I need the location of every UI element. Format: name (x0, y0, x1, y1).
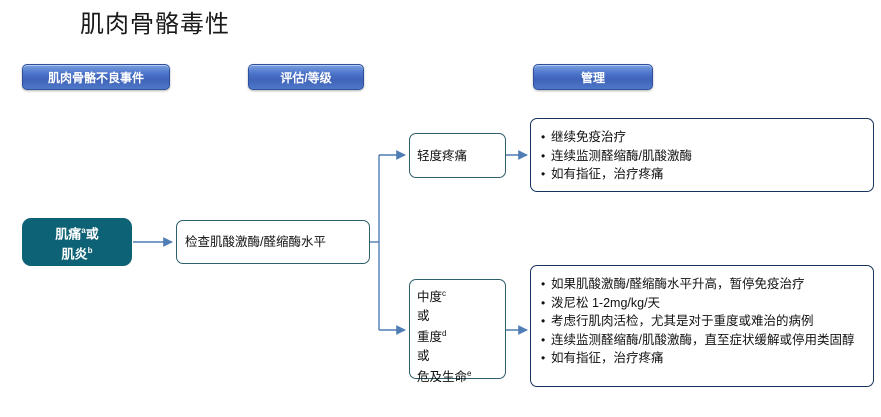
column-header-adverse-event-label: 肌肉骨骼不良事件 (47, 70, 144, 85)
grade-line: 或 (417, 347, 505, 366)
management-bullet-label: 如有指征，治疗疼痛 (551, 167, 664, 181)
grade-line-label: 中度 (417, 290, 443, 305)
node-myalgia-myositis-line2: 肌炎b (62, 242, 93, 262)
column-header-assessment-label: 评估/等级 (280, 70, 332, 85)
bullet-marker-icon: • (541, 277, 546, 291)
grade-line: 或 (417, 307, 505, 326)
node-check-ck-aldolase-label: 检查肌酸激酶/醛缩酶水平 (185, 235, 326, 249)
management-bullet-label: 继续免疫治疗 (551, 130, 627, 144)
bullet-marker-icon: • (541, 332, 546, 347)
footnote-marker-b: b (87, 246, 93, 255)
bullet-marker-icon: • (541, 130, 546, 144)
column-header-assessment: 评估/等级 (248, 64, 364, 90)
node-myalgia-conjunction: 或 (85, 226, 99, 241)
node-check-ck-aldolase[interactable]: 检查肌酸激酶/醛缩酶水平 (176, 220, 370, 264)
node-myalgia-myositis[interactable]: 肌痛a或 肌炎b (22, 218, 132, 266)
management-bullet-label: 连续监测醛缩酶/肌酸激酶，直至症状缓解或停用类固醇 (551, 332, 855, 347)
footnote-marker-e: e (467, 369, 472, 379)
footnote-marker-c: c (442, 289, 447, 298)
node-myalgia-myositis-line1: 肌痛a或 (55, 222, 98, 242)
bullet-marker-icon: • (541, 148, 546, 163)
management-bullet: • 如果肌酸激酶/醛缩酶水平升高，暂停免疫治疗 (541, 275, 865, 294)
bullet-marker-icon: • (541, 351, 546, 365)
footnote-marker-d: d (442, 329, 447, 339)
management-bullet: • 连续监测醛缩酶/肌酸激酶，直至症状缓解或停用类固醇 (541, 331, 865, 350)
management-bullet: • 继续免疫治疗 (541, 128, 865, 147)
management-bullet: • 泼尼松 1-2mg/kg/天 (541, 294, 865, 313)
grade-line-label: 或 (417, 348, 430, 363)
grade-line: 危及生命e (417, 365, 505, 387)
node-grade-mild-pain[interactable]: 轻度疼痛 (409, 133, 506, 178)
management-bullet: • 如有指征，治疗疼痛 (541, 349, 865, 368)
management-bullet-label: 考虑行肌肉活检，尤其是对于重度或难治的病例 (551, 314, 814, 328)
management-box-severe: • 如果肌酸激酶/醛缩酶水平升高，暂停免疫治疗 • 泼尼松 1-2mg/kg/天 • 考虑… (530, 265, 874, 387)
management-bullet-label: 如有指征，治疗疼痛 (551, 351, 664, 365)
node-myalgia-label: 肌痛 (55, 226, 82, 241)
grade-line-label: 或 (417, 308, 430, 323)
column-header-adverse-event: 肌肉骨骼不良事件 (22, 64, 170, 90)
grade-line: 中度c (417, 285, 505, 307)
page-title: 肌肉骨骼毒性 (80, 11, 230, 38)
management-bullet: • 如有指征，治疗疼痛 (541, 165, 865, 184)
column-header-management: 管理 (533, 64, 653, 90)
management-bullet: • 考虑行肌肉活检，尤其是对于重度或难治的病例 (541, 312, 865, 331)
management-bullet: • 连续监测醛缩酶/肌酸激酶 (541, 147, 865, 166)
management-box-mild: • 继续免疫治疗 • 连续监测醛缩酶/肌酸激酶 • 如有指征，治疗疼痛 (530, 118, 874, 192)
bullet-marker-icon: • (541, 167, 546, 181)
column-header-management-label: 管理 (580, 70, 605, 85)
grade-line: 重度d (417, 325, 505, 347)
bullet-marker-icon: • (541, 295, 546, 310)
management-bullet-label: 泼尼松 1-2mg/kg/天 (551, 295, 661, 310)
grade-line-label: 重度 (417, 330, 443, 345)
management-bullet-label: 如果肌酸激酶/醛缩酶水平升高，暂停免疫治疗 (551, 277, 805, 291)
node-grade-mild-pain-label: 轻度疼痛 (417, 148, 468, 163)
management-bullet-label: 连续监测醛缩酶/肌酸激酶 (551, 148, 692, 163)
node-myositis-label: 肌炎 (61, 246, 88, 262)
grade-line-label: 危及生命 (417, 370, 468, 385)
footnote-marker-a: a (81, 225, 86, 235)
bullet-marker-icon: • (541, 314, 546, 328)
